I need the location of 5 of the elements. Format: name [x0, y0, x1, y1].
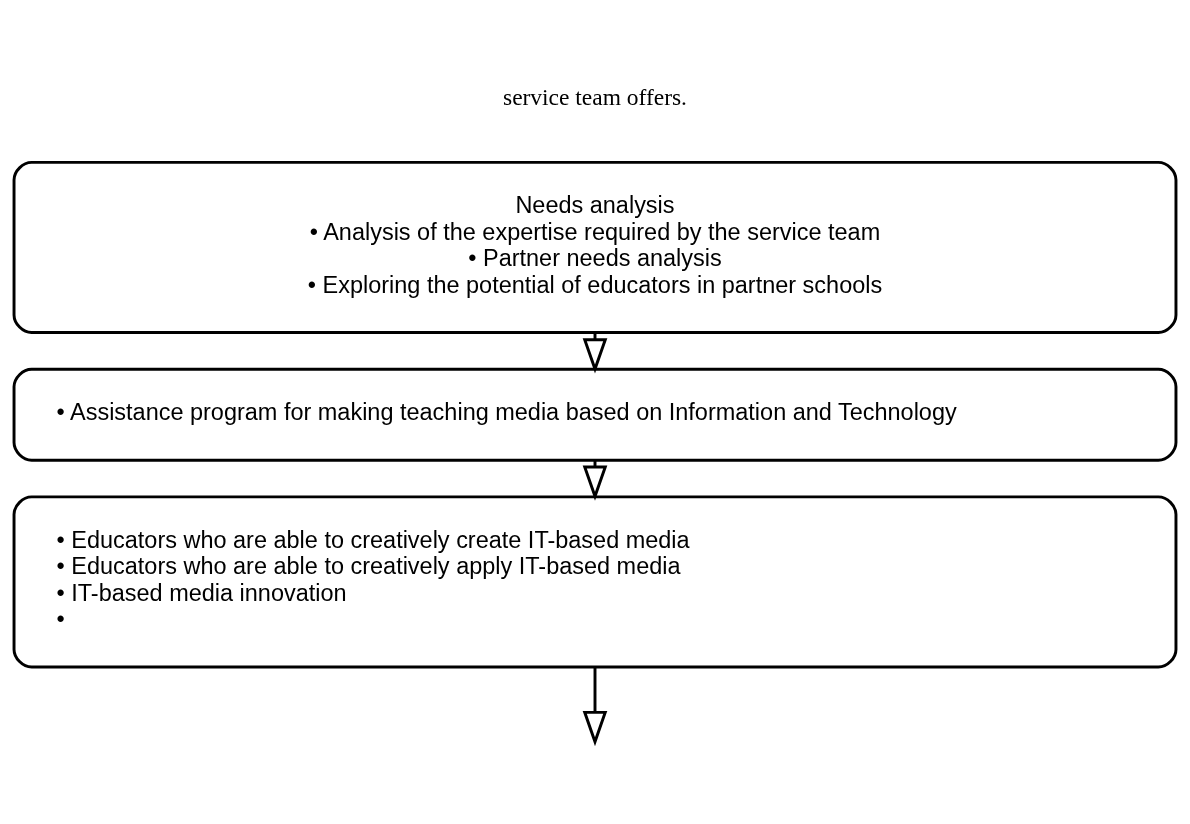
node-box: Needs analysis • Analysis of the expertise required by the service team • Partner needs analysis • Exploring the potential of educators in partner schools	[12, 160, 1178, 334]
label: service team offers.	[503, 83, 687, 110]
node-box: • Educators who are able to creatively create IT-based media • Educators who are able to creatively apply IT-based media • IT-based media innovation •	[12, 494, 1178, 668]
node-box: • Assistance program for making teaching media based on Information and Technology	[12, 367, 1178, 462]
arrow	[582, 666, 608, 746]
